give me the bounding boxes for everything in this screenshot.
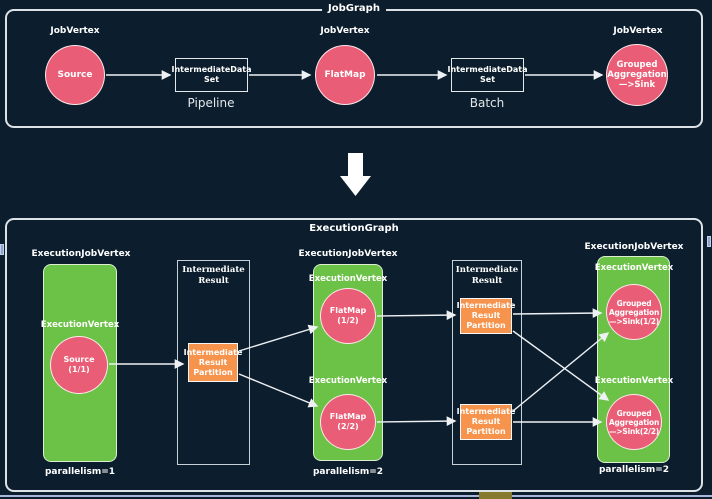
batch-caption: Batch [469, 96, 505, 110]
horizontal-scrollbar-thumb[interactable] [479, 492, 512, 499]
execution-source-label: Source (1/1) [63, 355, 95, 374]
source-node: Source [45, 45, 105, 105]
execution-vertex-label-sink2: ExecutionVertex [594, 376, 674, 386]
job-vertex-label-1: JobVertex [50, 26, 100, 36]
intermediate-result-partition-2b: Intermediate Result Partition [457, 404, 515, 440]
executiongraph-title: ExecutionGraph [309, 223, 399, 234]
execution-sink1-node: Grouped Aggregation —>Sink(1/2) [606, 284, 662, 340]
job-vertex-label-3: JobVertex [613, 26, 663, 36]
jobgraph-container: JobGraph [5, 3, 703, 128]
execution-vertex-label-flatmap2: ExecutionVertex [308, 376, 388, 386]
intermediate-dataset-label-2: IntermediateData Set [447, 64, 528, 84]
execution-job-vertex-label-1: ExecutionJobVertex [31, 249, 131, 259]
execution-vertex-label-flatmap1: ExecutionVertex [308, 274, 388, 284]
execution-sink2-node: Grouped Aggregation —>Sink(2/2) [606, 394, 662, 450]
execution-sink2-label: Grouped Aggregation —>Sink(2/2) [608, 408, 660, 436]
intermediate-dataset-node-1: IntermediateData Set [172, 58, 252, 92]
execution-job-vertex-label-3: ExecutionJobVertex [584, 242, 684, 252]
parallelism-caption-2: parallelism=2 [312, 467, 383, 477]
execution-source-node: Source (1/1) [50, 336, 108, 394]
parallelism-caption-3: parallelism=2 [598, 465, 669, 475]
pipeline-caption: Pipeline [187, 96, 235, 110]
down-arrow-icon [340, 153, 371, 196]
intermediate-result-partition-1: Intermediate Result Partition [184, 343, 242, 382]
execution-vertex-label-source: ExecutionVertex [40, 320, 120, 330]
intermediate-result-partition-2a: Intermediate Result Partition [457, 298, 515, 334]
job-vertex-label-2: JobVertex [320, 26, 370, 36]
execution-vertex-label-sink1: ExecutionVertex [594, 263, 674, 273]
flatmap-node-label: FlatMap [324, 69, 366, 80]
intermediate-dataset-node-2: IntermediateData Set [448, 58, 528, 92]
source-node-label: Source [57, 69, 93, 80]
intermediate-result-partition-2a-label: Intermediate Result Partition [456, 301, 516, 330]
right-scrollbar-thumb[interactable] [707, 236, 711, 247]
execution-sink1-label: Grouped Aggregation —>Sink(1/2) [608, 298, 660, 326]
jobgraph-title: JobGraph [322, 3, 386, 14]
intermediate-result-partition-1-label: Intermediate Result Partition [183, 347, 243, 377]
intermediate-result-title-1: Intermediate Result [182, 265, 245, 287]
sink-node-label: Grouped Aggregation —>Sink [607, 59, 667, 91]
execution-job-vertex-label-2: ExecutionJobVertex [298, 249, 398, 259]
execution-flatmap1-label: FlatMap (1/2) [329, 306, 367, 325]
intermediate-dataset-label-1: IntermediateData Set [171, 64, 252, 84]
left-scrollbar-thumb[interactable] [0, 244, 4, 255]
execution-flatmap2-node: FlatMap (2/2) [320, 394, 376, 450]
flatmap-node: FlatMap [315, 45, 375, 105]
horizontal-scrollbar-track[interactable] [0, 495, 712, 497]
execution-flatmap2-label: FlatMap (2/2) [329, 412, 367, 431]
parallelism-caption-1: parallelism=1 [44, 467, 115, 477]
intermediate-result-partition-2b-label: Intermediate Result Partition [456, 407, 516, 436]
intermediate-result-title-2: Intermediate Result [455, 265, 519, 287]
intermediate-result-box-2: Intermediate Result [452, 260, 522, 465]
sink-node: Grouped Aggregation —>Sink [606, 44, 668, 106]
executiongraph-container: ExecutionGraph [5, 218, 703, 492]
execution-flatmap1-node: FlatMap (1/2) [320, 288, 376, 344]
